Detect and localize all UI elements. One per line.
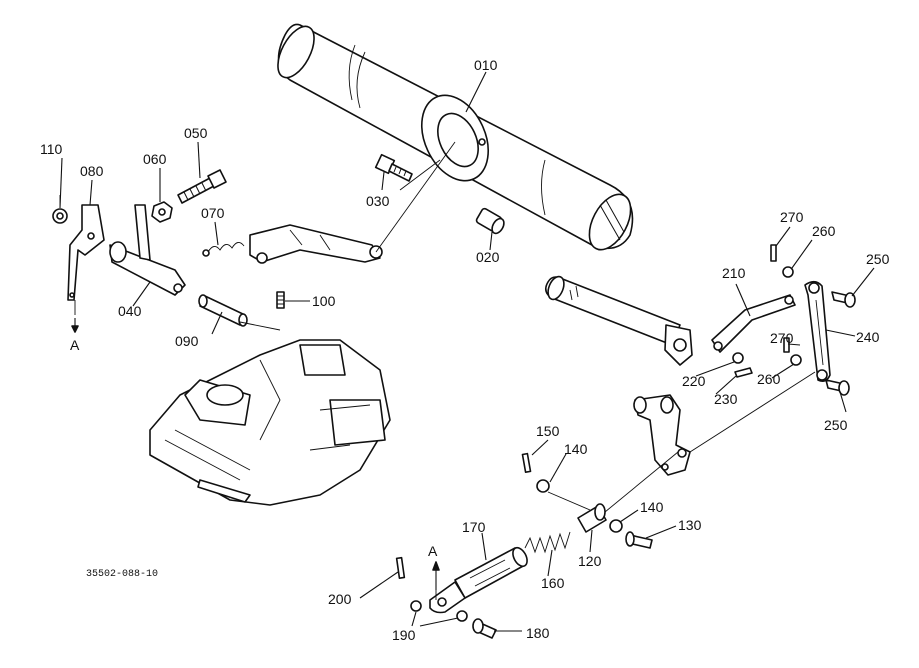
part-230-pin — [734, 367, 753, 378]
part-140-washer-left — [536, 479, 550, 493]
part-270-pin-upper — [770, 244, 777, 262]
label-060: 060 — [143, 151, 167, 167]
hydraulic-housing — [149, 339, 391, 506]
part-140-washer-right — [609, 519, 623, 533]
label-180: 180 — [526, 625, 550, 641]
part-260-washer-lower — [790, 354, 802, 366]
part-090-pin — [198, 294, 248, 327]
lever-arm-assembly — [249, 224, 383, 264]
label-250-upper: 250 — [866, 251, 890, 267]
part-160-spring — [524, 531, 571, 554]
label-040: 040 — [118, 303, 142, 319]
label-210: 210 — [722, 265, 746, 281]
label-170: 170 — [462, 519, 486, 535]
part-020-bushing — [475, 207, 505, 235]
part-170-rod — [429, 546, 528, 614]
label-270-lower: 270 — [770, 330, 794, 346]
label-150: 150 — [536, 423, 560, 439]
part-030-bolt — [374, 153, 413, 182]
leader-lines — [59, 71, 875, 632]
part-080-bracket — [67, 204, 105, 301]
label-a-left: A — [70, 337, 80, 353]
label-200: 200 — [328, 591, 352, 607]
label-050: 050 — [184, 125, 208, 141]
part-060-nut — [151, 201, 173, 223]
label-080: 080 — [80, 163, 104, 179]
part-150-pin — [521, 452, 532, 474]
view-arrow-a-bottom — [432, 561, 440, 590]
part-190-washer-lower — [456, 610, 468, 622]
label-030: 030 — [366, 193, 390, 209]
label-250-lower: 250 — [824, 417, 848, 433]
label-130: 130 — [678, 517, 702, 533]
part-190-washer-upper — [410, 600, 422, 612]
part-180-bolt — [472, 618, 497, 639]
part-250-bolt-lower — [825, 379, 850, 396]
label-090: 090 — [175, 333, 199, 349]
part-070-spring — [202, 242, 245, 257]
part-200-pin — [395, 556, 406, 579]
part-050-bolt — [177, 169, 227, 204]
part-120-clevis — [577, 503, 607, 533]
alignment-lines — [59, 141, 816, 600]
label-110: 110 — [40, 141, 63, 157]
label-160: 160 — [541, 575, 565, 591]
label-a-bottom: A — [428, 543, 438, 559]
label-140-upper: 140 — [564, 441, 588, 457]
part-220-washer — [732, 352, 744, 364]
label-240: 240 — [856, 329, 880, 345]
label-230: 230 — [714, 391, 738, 407]
bell-crank — [633, 394, 691, 476]
label-220: 220 — [682, 373, 706, 389]
part-040-lever — [109, 204, 186, 296]
part-250-bolt-upper — [831, 291, 856, 308]
right-shaft — [544, 275, 693, 366]
part-010-flange — [421, 94, 489, 182]
view-arrow-a-left — [71, 318, 79, 333]
label-260-lower: 260 — [757, 371, 781, 387]
part-240-link — [804, 280, 831, 382]
label-070: 070 — [201, 205, 225, 221]
part-270-pin-lower — [783, 337, 790, 353]
label-100: 100 — [312, 293, 336, 309]
label-120: 120 — [578, 553, 602, 569]
part-130-bolt — [625, 531, 653, 549]
part-110-nut — [52, 208, 68, 224]
part-100-spring-pin — [276, 291, 285, 309]
label-140-lower: 140 — [640, 499, 664, 515]
label-190: 190 — [392, 627, 416, 643]
label-010: 010 — [474, 57, 498, 73]
figure-code: 35502-088-10 — [86, 569, 158, 580]
part-210-link — [711, 294, 796, 353]
part-labels: 010 030 020 110 080 060 050 070 040 090 … — [40, 57, 890, 643]
part-260-washer-upper — [782, 266, 794, 278]
label-020: 020 — [476, 249, 500, 265]
label-260-upper: 260 — [812, 223, 836, 239]
label-270-upper: 270 — [780, 209, 804, 225]
